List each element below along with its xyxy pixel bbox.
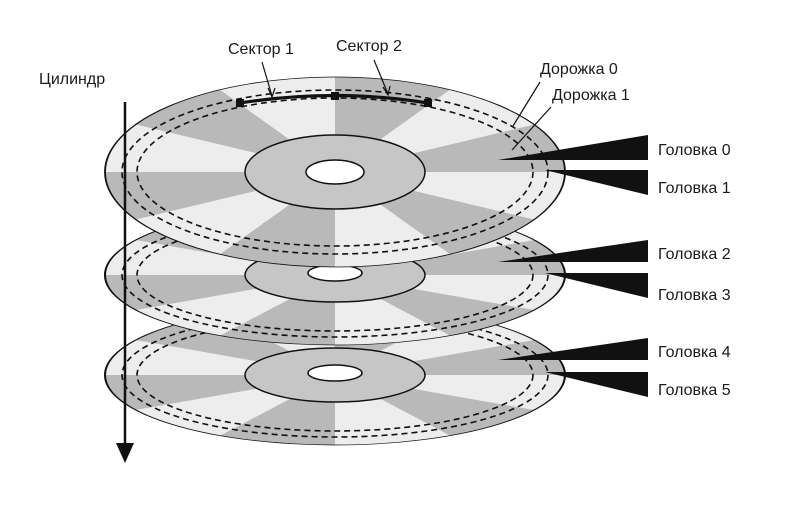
cylinder-label: Цилиндр (39, 71, 105, 88)
cylinder-arrow (116, 102, 134, 463)
platter-1 (104, 76, 566, 268)
track-0-label: Дорожка 0 (540, 61, 618, 78)
sector-1-label: Сектор 1 (228, 41, 294, 58)
pointers (261, 59, 552, 151)
head-3-wedge (545, 273, 648, 298)
head-3-label: Головка 3 (658, 287, 731, 304)
sector-marker (331, 92, 339, 100)
head-2-wedge (498, 240, 648, 262)
head-2-label: Головка 2 (658, 246, 731, 263)
track-1-label: Дорожка 1 (552, 87, 630, 104)
head-5-wedge (545, 372, 648, 397)
head-5-label: Головка 5 (658, 382, 731, 399)
head-1-wedge (545, 170, 648, 195)
head-0-label: Головка 0 (658, 142, 731, 159)
heads (498, 135, 648, 397)
head-0-wedge (498, 135, 648, 160)
sector-marker (424, 99, 432, 107)
head-4-label: Головка 4 (658, 344, 731, 361)
head-4-wedge (498, 338, 648, 360)
head-1-label: Головка 1 (658, 180, 731, 197)
sector-2-label: Сектор 2 (336, 38, 402, 55)
sector-marker (236, 99, 244, 107)
